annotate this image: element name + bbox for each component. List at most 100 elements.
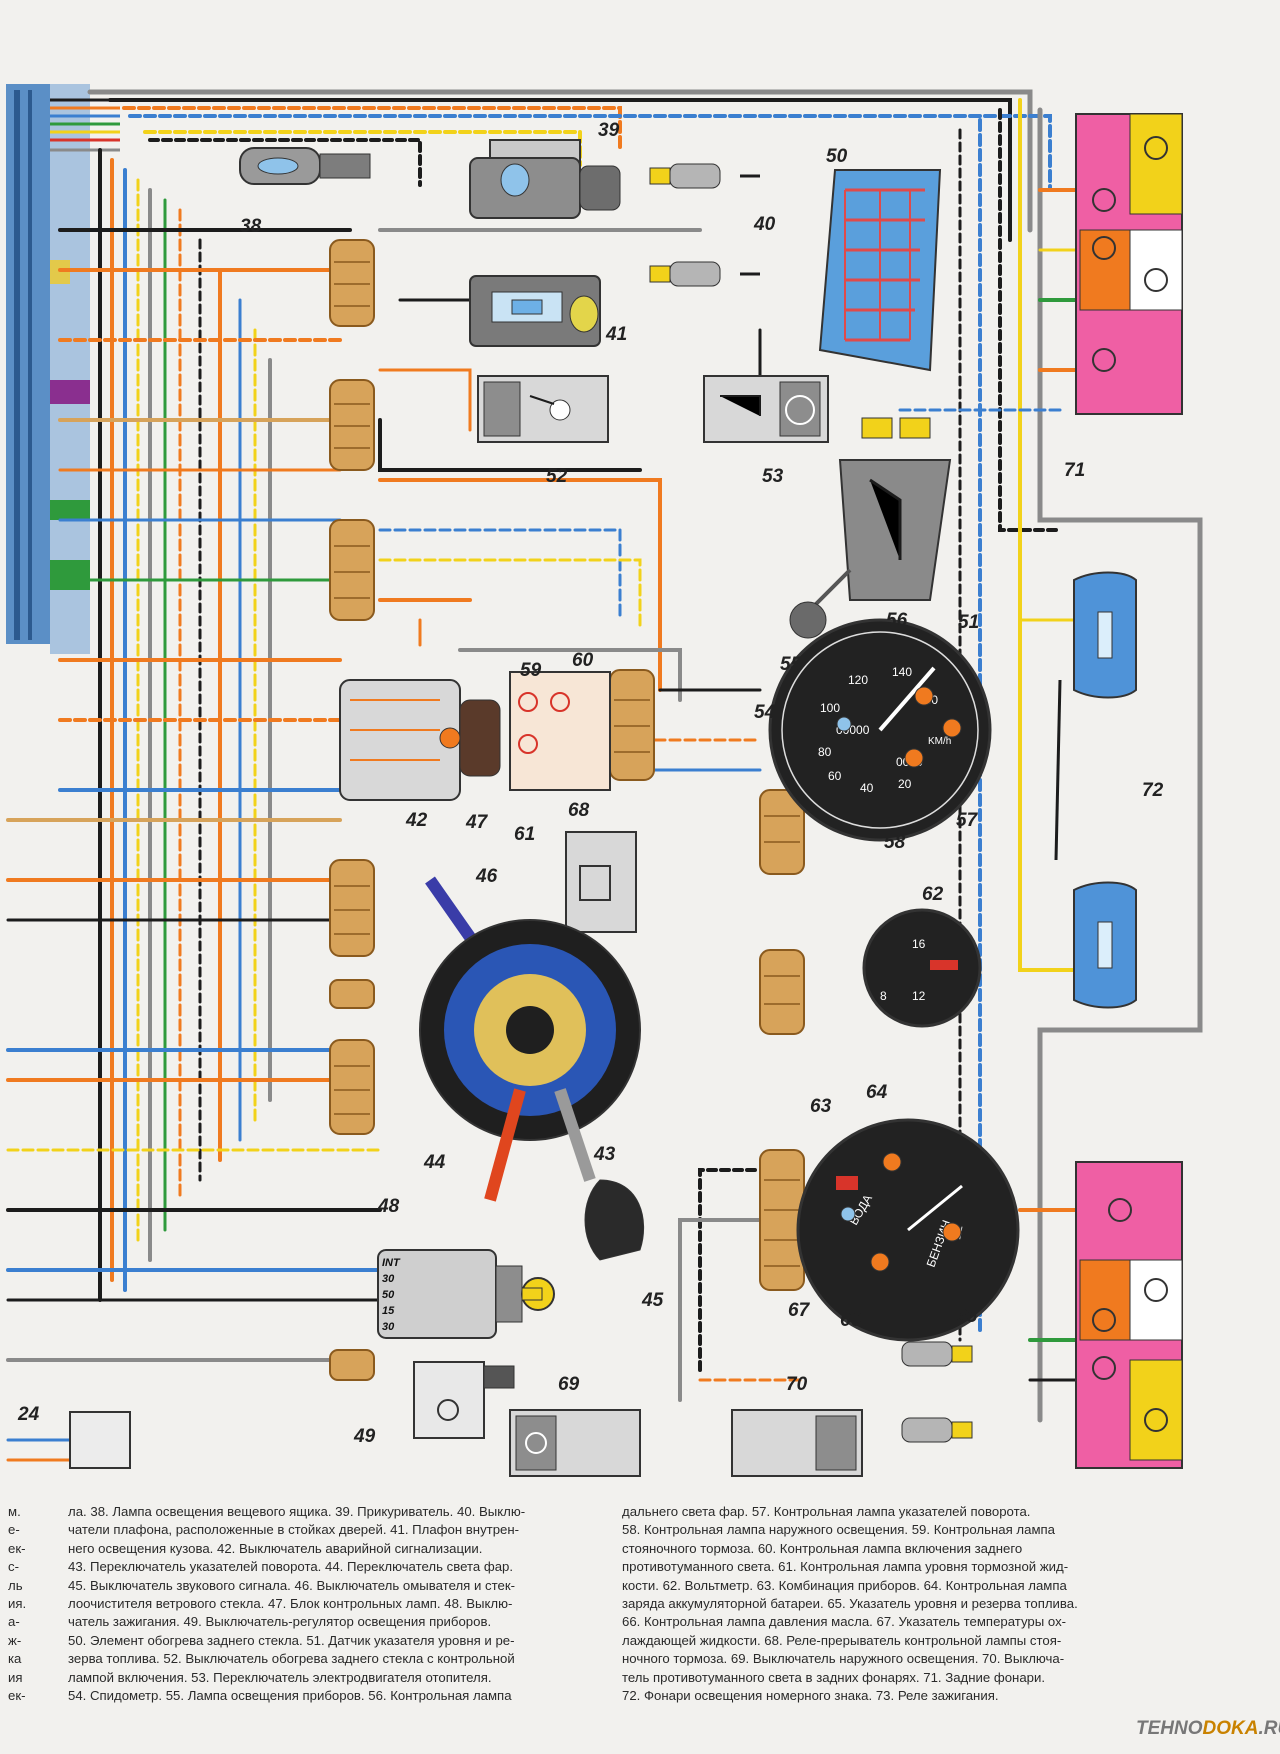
caption-line: с- — [8, 1559, 19, 1575]
component-24-relay — [69, 1411, 131, 1469]
label-59: 59 — [520, 660, 542, 681]
component-45-horn-switch — [584, 1179, 645, 1261]
component-40-door-switches-bottom — [901, 1341, 973, 1443]
label-42: 42 — [405, 810, 428, 831]
caption-line: зерва топлива. 52. Выключатель обогрева … — [68, 1651, 515, 1667]
caption-line: чатель зажигания. 49. Выключатель-регуля… — [68, 1614, 492, 1630]
caption-line: ж- — [8, 1632, 22, 1648]
caption-line: е- — [8, 1522, 20, 1538]
caption-line: ек- — [8, 1688, 26, 1704]
watermark-suffix: .RU — [1258, 1718, 1280, 1739]
component-53-heater-motor-switch — [703, 375, 829, 443]
component-71-rear-lamp-top — [1075, 113, 1183, 415]
caption-line: 54. Спидометр. 55. Лампа освещения прибо… — [68, 1688, 512, 1704]
label-67: 67 — [788, 1300, 811, 1321]
component-50-rear-heater — [818, 169, 942, 372]
component-38-glovebox-lamp — [239, 147, 371, 185]
terminal-15: 15 — [382, 1305, 395, 1317]
ignition-terminals: INT 30 50 15 30 — [382, 1257, 401, 1333]
label-41: 41 — [605, 324, 627, 345]
component-40-door-switches-top — [649, 163, 760, 287]
label-70: 70 — [786, 1374, 808, 1395]
label-64: 64 — [866, 1082, 888, 1103]
watermark-main: TEHNO — [1136, 1718, 1203, 1739]
component-48-ignition-switch — [377, 1249, 555, 1339]
caption-line: ия — [8, 1669, 23, 1685]
caption-line: ль — [8, 1577, 23, 1593]
label-61: 61 — [514, 824, 535, 845]
caption-line: 50. Элемент обогрева заднего стекла. 51.… — [68, 1632, 515, 1648]
caption-right: дальнего света фар. 57. Контрольная ламп… — [622, 1503, 1182, 1705]
label-39: 39 — [598, 120, 620, 141]
component-46-steering-column-switch — [419, 876, 641, 1202]
caption-line: него освещения кузова. 42. Выключатель а… — [68, 1540, 483, 1556]
label-52: 52 — [546, 466, 568, 487]
component-69-exterior-light-switch — [509, 1409, 641, 1477]
component-labels: 24 38 39 40 41 42 43 44 45 46 47 48 49 5… — [17, 120, 1164, 1447]
caption-line: ночного тормоза. 69. Выключатель наружно… — [622, 1651, 1065, 1667]
caption-line: 45. Выключатель звукового сигнала. 46. В… — [68, 1577, 515, 1593]
left-harness — [6, 84, 120, 654]
label-65: 65 — [956, 1306, 978, 1327]
label-48: 48 — [377, 1196, 400, 1217]
label-40a: 40 — [753, 214, 776, 235]
label-45: 45 — [641, 1290, 664, 1311]
speed-scale-80: 80 — [818, 745, 832, 759]
label-24: 24 — [17, 1404, 40, 1425]
label-43: 43 — [593, 1144, 616, 1165]
label-72: 72 — [1142, 780, 1164, 801]
caption-line: кости. 62. Вольтметр. 63. Комбинация при… — [622, 1577, 1067, 1593]
caption-line: ек- — [8, 1540, 26, 1556]
speed-scale-100: 100 — [820, 701, 840, 715]
caption-line: лоочистителя ветрового стекла. 47. Блок … — [68, 1596, 513, 1612]
label-46: 46 — [475, 866, 498, 887]
terminal-30: 30 — [382, 1273, 395, 1285]
caption-line: м. — [8, 1504, 21, 1519]
label-60: 60 — [572, 650, 594, 671]
terminal-50: 50 — [382, 1289, 395, 1301]
volt-scale-12: 12 — [912, 989, 926, 1003]
label-51: 51 — [958, 612, 979, 633]
caption-line: 72. Фонари освещения номерного знака. 73… — [622, 1688, 999, 1704]
component-62-voltmeter: 8 12 16 — [862, 908, 982, 1028]
caption-line: ка — [8, 1651, 22, 1667]
component-51-fuel-sensor — [789, 417, 952, 639]
wires — [6, 89, 1203, 1462]
label-38: 38 — [240, 216, 262, 237]
caption-line: заряда аккумуляторной батареи. 65. Указа… — [622, 1596, 1078, 1612]
caption-line: чатели плафона, расположенные в стойках … — [68, 1522, 520, 1538]
caption-line: а- — [8, 1614, 20, 1630]
label-57: 57 — [956, 810, 979, 831]
speed-scale-140: 140 — [892, 665, 912, 679]
speed-scale-40: 40 — [860, 781, 874, 795]
label-47: 47 — [465, 812, 489, 833]
label-50: 50 — [826, 146, 848, 167]
site-watermark: TEHNODOKA.RU — [1136, 1718, 1280, 1740]
speed-scale-20: 20 — [898, 777, 912, 791]
label-44: 44 — [423, 1152, 446, 1173]
watermark-accent: DOKA — [1202, 1718, 1259, 1739]
component-68-relay — [565, 831, 637, 933]
caption-line: лаждающей жидкости. 68. Реле-прерыватель… — [622, 1632, 1062, 1648]
terminal-int: INT — [382, 1257, 401, 1269]
volt-scale-16: 16 — [912, 937, 926, 951]
speed-scale-60: 60 — [828, 769, 842, 783]
label-53: 53 — [762, 466, 784, 487]
label-54: 54 — [754, 702, 776, 723]
label-58: 58 — [884, 832, 906, 853]
component-71-rear-lamp-bottom — [1075, 1161, 1183, 1469]
component-63-combo-gauge: ВОДА БЕНЗИН 1/2 — [796, 1118, 1020, 1342]
speed-scale-120: 120 — [848, 673, 868, 687]
label-69: 69 — [558, 1374, 580, 1395]
component-52-rear-heater-switch — [477, 375, 609, 443]
label-56: 56 — [886, 610, 908, 631]
component-41-interior-lamp — [469, 275, 601, 347]
caption-middle: ла. 38. Лампа освещения вещевого ящика. … — [68, 1503, 608, 1705]
caption-line: ла. 38. Лампа освещения вещевого ящика. … — [68, 1504, 526, 1519]
caption-line: стояночного тормоза. 60. Контрольная лам… — [622, 1540, 1023, 1556]
caption-line: 43. Переключатель указателей поворота. 4… — [68, 1559, 514, 1575]
component-70-fog-light-switch — [731, 1409, 863, 1477]
